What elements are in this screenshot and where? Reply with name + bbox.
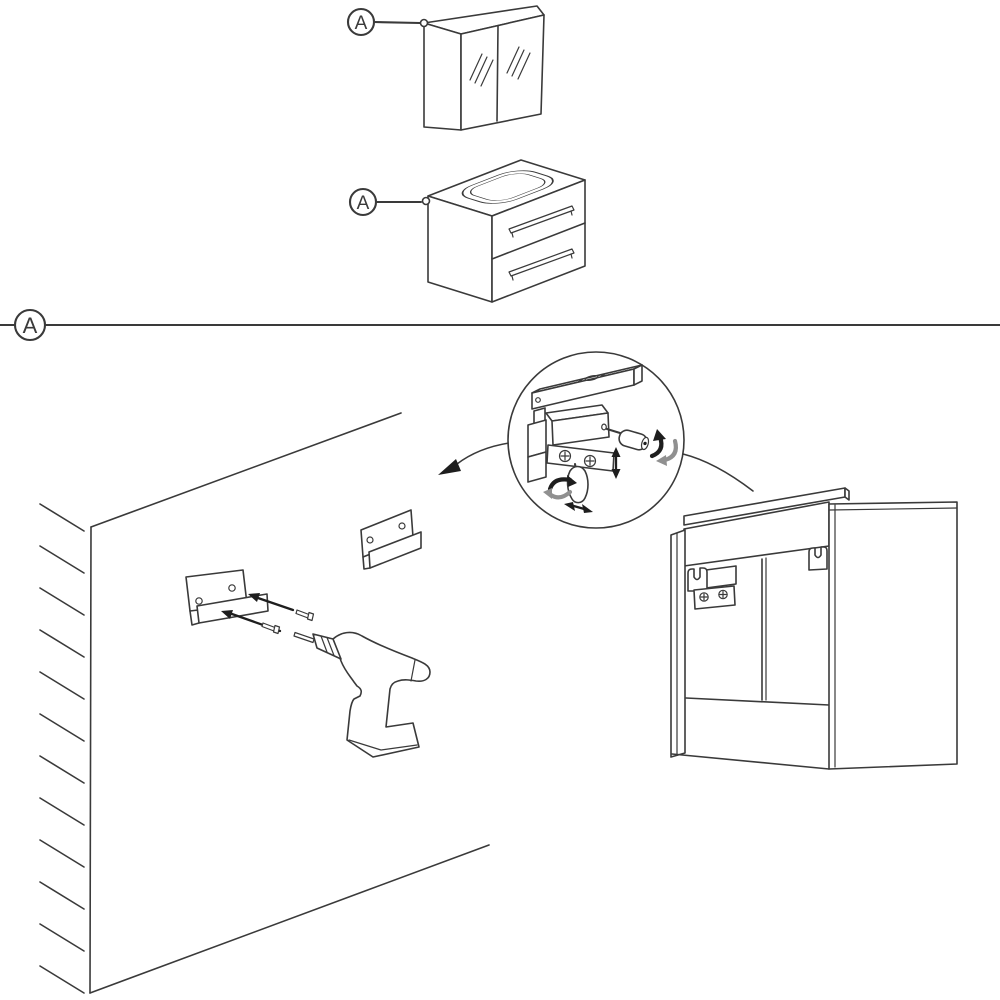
installation-detail-section [39,351,958,994]
phillips-screw-icon [558,449,572,463]
callout-circle [348,187,378,217]
cordless-drill [293,631,431,758]
callout-anchor-dot [421,196,431,206]
wall-left-edge [89,526,92,994]
bubble-leader-arrowhead [438,459,461,475]
mounting-screws-and-arrows [221,593,315,635]
vanity-unit: A [348,159,586,303]
mirror-cabinet-callout: A [346,7,429,37]
screwdriver-cap-hole [643,441,647,446]
screw-lower [261,622,281,635]
panel-top-thickness [829,507,958,511]
wall-bottom-edge [89,844,490,994]
phillips-screw-icon [699,592,709,602]
left-hanging-hook-assembly [687,565,737,610]
upper-wall-rail-bracket [360,509,422,570]
bubble-leader-line [456,442,510,465]
hanging-hook-icon [687,567,708,592]
right-hanging-hook [808,546,828,571]
lower-wall-rail-bracket [185,569,269,626]
section-label-circle [13,308,47,342]
screw-hole [228,584,236,592]
drawer-handle-bottom [508,248,575,281]
cabinet-floor-back-edge [685,697,830,706]
mirror-cabinet-front-face [460,14,545,131]
rail-plate-lower [527,451,547,483]
screw-hole [366,536,374,544]
drawer-divider [491,222,586,260]
adjustable-hanging-bracket [527,404,615,483]
drawer-handle-top [508,205,575,238]
level-bubble-vial [584,374,599,382]
lateral-adjust-arrow [564,502,593,513]
leader-arc-to-cabinet [682,453,754,492]
section-label: A [23,313,38,338]
bracket-fold [362,556,371,570]
rail-plate-upper [527,419,547,458]
washbasin [461,170,554,204]
motor-cap-line [410,659,416,682]
hanging-hook-icon [808,546,828,571]
callout-leader-line [372,20,422,25]
drill-chuck [312,633,342,660]
rotation-arrowhead-gray [543,488,552,499]
screwdriver-horizontal [605,427,678,466]
hanging-rail-end [844,487,850,501]
spirit-level [531,364,643,410]
screw-arrow-upper [256,596,295,612]
hook-body [705,565,737,589]
callout-circle [346,7,376,37]
screwdriver-vertical [543,462,589,504]
cabinet-bottom-edge [671,753,830,770]
screw-arrowhead-lower [221,610,233,619]
wall [39,412,490,994]
wall-hatching [39,503,85,994]
mirror-cabinet-callout-label: A [355,13,368,34]
battery-base-fold [348,739,418,751]
section-divider: A [0,308,1000,342]
bracket-lip [196,593,269,624]
drill-bit [293,631,315,644]
mirror-sheen-right-door [506,46,531,80]
vanity-callout: A [348,187,431,217]
bracket-fold [189,610,200,626]
magnified-detail-bubble [438,351,685,529]
chuck-ring [320,635,328,653]
rotation-arrow-gray [548,489,573,500]
overview-section: A [346,5,586,303]
mirror-cabinet: A [346,5,545,131]
level-end-face [633,364,643,386]
adjuster-hole [601,423,607,431]
screw-upper [295,609,315,622]
screw-arrowhead-upper [248,593,260,602]
bracket-box-front [551,412,610,446]
rotation-arrowhead-black [567,475,577,487]
vanity-cabinet-back-view [670,487,958,770]
mirror-door-divider [496,25,499,122]
phillips-screw-icon [718,589,728,600]
screw-hole [195,597,203,605]
wall-top-edge [90,412,402,528]
left-stile [670,529,686,758]
vanity-callout-label: A [357,193,370,214]
bracket-lip [368,531,422,569]
screw-hole [398,522,406,530]
rotation-arrowhead-gray [656,455,667,466]
screwdriver-shaft [605,427,622,435]
rotation-arrowhead-black [653,429,666,441]
chuck-ring [326,636,335,657]
mirror-sheen-left-door [469,53,494,87]
height-adjust-arrow [611,447,621,479]
level-hole [535,397,541,403]
phillips-screw-icon [583,454,597,468]
callout-anchor-dot [419,18,429,28]
mirror-cabinet-left-face [423,22,462,131]
drill-body [332,631,431,758]
right-side-panel [828,501,958,770]
rotation-arrow-gray [662,438,678,463]
